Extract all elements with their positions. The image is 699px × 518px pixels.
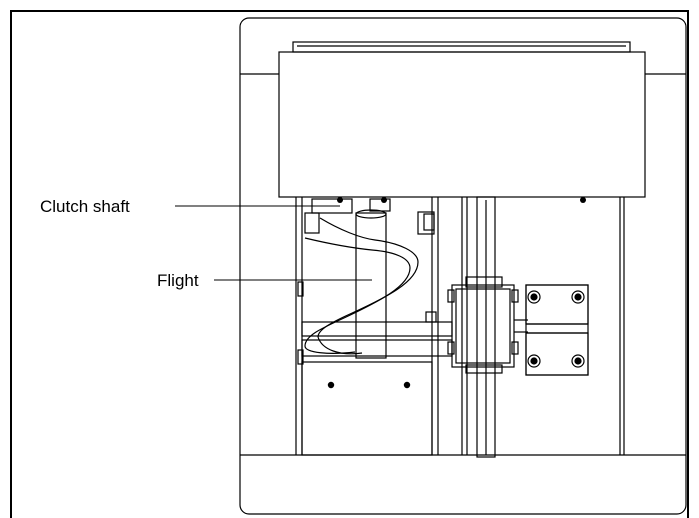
plate-bolts — [527, 290, 585, 368]
lower-panel — [301, 361, 433, 456]
housing-outline — [239, 17, 687, 515]
drive-shaft — [476, 196, 496, 458]
cross-bar — [301, 321, 453, 337]
flight-label: Flight — [157, 271, 199, 290]
flight-spiral — [317, 217, 419, 338]
figure-frame — [10, 10, 689, 518]
bolt-hole-right — [403, 381, 411, 389]
top-rail — [292, 41, 631, 53]
gearbox — [451, 284, 515, 368]
clutch-shaft-label: Clutch shaft — [40, 197, 130, 216]
bolt-hole-left — [327, 381, 335, 389]
top-cover — [278, 51, 646, 198]
clutch-shaft — [355, 212, 387, 359]
